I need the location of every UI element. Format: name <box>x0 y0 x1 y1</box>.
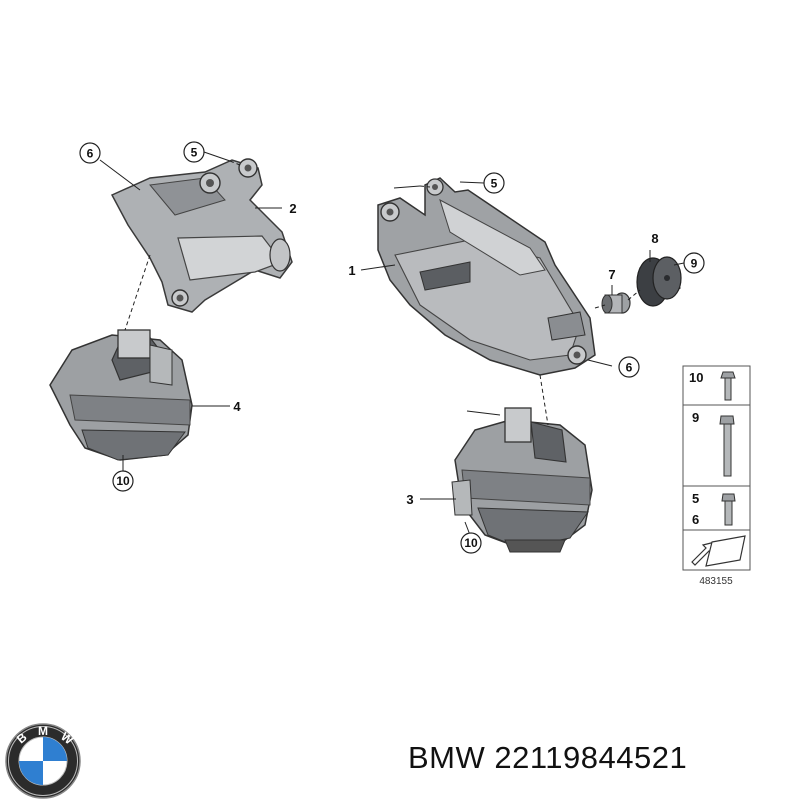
svg-text:10: 10 <box>116 474 130 488</box>
label-1: 1 <box>348 263 355 278</box>
leader-lines <box>99 151 685 536</box>
svg-text:5: 5 <box>491 177 498 191</box>
svg-text:7: 7 <box>608 267 615 282</box>
dashed-assembly-lines <box>124 160 641 426</box>
engine-mount-right <box>451 407 593 553</box>
callout-10-center: 10 <box>460 532 482 554</box>
svg-text:8: 8 <box>651 231 658 246</box>
direction-arrow-icon <box>691 535 746 567</box>
bmw-logo: B M W <box>5 723 81 799</box>
svg-text:6: 6 <box>87 147 94 161</box>
callout-10-left: 10 <box>112 470 134 492</box>
legend-label-5: 5 <box>692 491 699 506</box>
engine-support-bracket <box>377 177 596 376</box>
callout-6-top-left: 6 <box>79 142 101 164</box>
callout-6-center: 6 <box>618 356 640 378</box>
legend-label-9: 9 <box>692 410 699 425</box>
callout-5-center: 5 <box>483 172 505 194</box>
legend-label-10: 10 <box>689 370 703 385</box>
engine-mount-left <box>49 329 193 461</box>
label-3: 3 <box>406 492 413 507</box>
label-4: 4 <box>233 399 241 414</box>
hardware-legend: 10 9 5 6 <box>682 365 751 571</box>
bolt-10-icon <box>720 371 736 401</box>
bolt-9-icon <box>719 415 735 477</box>
svg-text:9: 9 <box>691 257 698 271</box>
svg-text:2: 2 <box>289 201 296 216</box>
bolt-5-6-icon <box>721 493 736 526</box>
engine-bracket-left <box>110 158 293 313</box>
legend-label-6: 6 <box>692 512 699 527</box>
callout-5-top-left: 5 <box>183 141 205 163</box>
rubber-buffer <box>636 256 682 307</box>
svg-text:10: 10 <box>464 536 478 550</box>
logo-letter-m: M <box>38 724 48 738</box>
svg-text:4: 4 <box>233 399 241 414</box>
svg-text:3: 3 <box>406 492 413 507</box>
label-2: 2 <box>289 201 296 216</box>
label-7: 7 <box>608 267 615 282</box>
bushing-small <box>601 292 631 314</box>
diagram-reference-number: 483155 <box>699 576 733 587</box>
part-number-caption: BMW 22119844521 <box>408 740 688 775</box>
callout-9: 9 <box>683 252 705 274</box>
svg-text:6: 6 <box>626 361 633 375</box>
label-8: 8 <box>651 231 658 246</box>
svg-text:1: 1 <box>348 263 355 278</box>
svg-text:5: 5 <box>191 146 198 160</box>
